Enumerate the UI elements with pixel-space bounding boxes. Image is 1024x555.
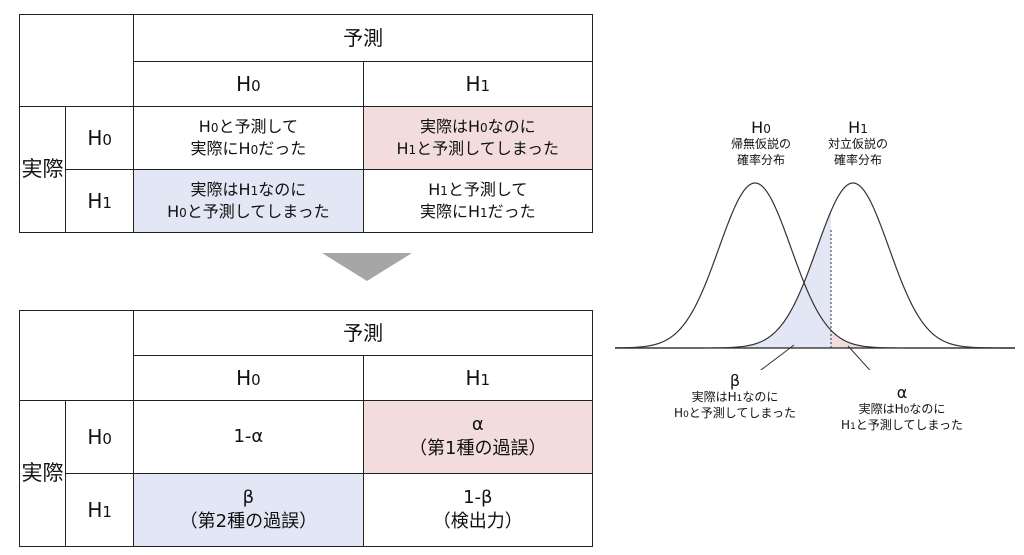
cell-alpha: α （第1種の過誤） — [362, 400, 594, 474]
cell-line: 実際はH1なのに — [190, 180, 307, 200]
corner-cell — [18, 14, 135, 107]
h1-desc: 確率分布 — [833, 152, 882, 167]
down-arrow-icon — [322, 253, 412, 281]
cell-line: H0と予測して — [198, 117, 298, 137]
h0-title: H0 — [751, 118, 771, 137]
alpha-leader-line — [847, 345, 871, 370]
row-header-h0: H0 — [65, 106, 135, 170]
prediction-outcome-table: 予測 H0 H1 実際 H0 H0と予測して 実際にH0だった 実際はH0なのに… — [18, 14, 594, 233]
prediction-header: 予測 — [133, 14, 593, 62]
h0-distribution-curve — [615, 182, 1015, 349]
beta-region — [715, 211, 831, 348]
alpha-symbol: α — [896, 383, 908, 402]
actual-row-group-label: 実際 — [18, 400, 67, 547]
cell-beta: β （第2種の過誤） — [133, 473, 364, 547]
cell-type2-error: 実際はH1なのに H0と予測してしまった — [133, 169, 364, 233]
h0-distribution-label: H0 帰無仮説の 確率分布 — [713, 118, 809, 168]
h0-desc: 帰無仮説の — [730, 137, 791, 151]
cell-line: H1と予測して — [428, 180, 528, 200]
h0-desc: 確率分布 — [736, 152, 785, 167]
distribution-graph — [615, 182, 1015, 370]
col-header-h0: H0 — [133, 61, 364, 107]
h1-title: H1 — [848, 118, 868, 137]
cell-line: β — [242, 486, 255, 508]
beta-symbol: β — [729, 371, 741, 390]
cell-line: 実際にH1だった — [419, 202, 536, 221]
cell-one-minus-alpha: 1-α — [133, 400, 364, 474]
cell-line: H1と予測してしまった — [396, 139, 560, 158]
actual-row-group-label: 実際 — [18, 106, 67, 233]
col-header-h0: H0 — [133, 355, 364, 401]
cell-line: 1-β — [463, 486, 493, 508]
cell-line: α — [471, 413, 484, 435]
beta-desc: H0と予測してしまった — [674, 405, 796, 420]
beta-annotation: β 実際はH1なのに H0と予測してしまった — [660, 371, 810, 421]
cell-true-h0: H0と予測して 実際にH0だった — [133, 106, 364, 170]
alpha-desc: 実際はH0なのに — [858, 402, 946, 416]
cell-line: （第2種の過誤） — [179, 511, 318, 532]
row-header-h1: H1 — [65, 169, 135, 233]
h1-desc: 対立仮説の — [827, 137, 888, 151]
cell-line: （第1種の過誤） — [409, 438, 547, 459]
cell-line: 実際にH0だった — [190, 139, 307, 158]
col-header-h1: H1 — [362, 355, 594, 401]
row-header-h0: H0 — [65, 400, 135, 474]
cell-type1-error: 実際はH0なのに H1と予測してしまった — [362, 106, 594, 170]
cell-power: 1-β （検出力） — [362, 473, 594, 547]
beta-desc: 実際はH1なのに — [691, 390, 779, 404]
col-header-h1: H1 — [362, 61, 594, 107]
prediction-header: 予測 — [133, 310, 593, 356]
cell-line: 実際はH0なのに — [419, 117, 536, 137]
cell-true-h1: H1と予測して 実際にH1だった — [362, 169, 594, 233]
beta-leader-line — [760, 344, 795, 370]
row-header-h1: H1 — [65, 473, 135, 547]
cell-line: （検出力） — [432, 511, 523, 532]
alpha-annotation: α 実際はH0なのに H1と予測してしまった — [822, 383, 982, 433]
h1-distribution-curve — [615, 182, 1015, 349]
cell-line: H0と予測してしまった — [167, 202, 330, 221]
h1-distribution-label: H1 対立仮説の 確率分布 — [810, 118, 906, 168]
alpha-region — [831, 330, 905, 348]
alpha-desc: H1と予測してしまった — [841, 417, 963, 432]
corner-cell — [18, 310, 135, 401]
error-rate-table: 予測 H0 H1 実際 H0 1-α α （第1種の過誤） H1 β （第2種の… — [18, 310, 594, 547]
